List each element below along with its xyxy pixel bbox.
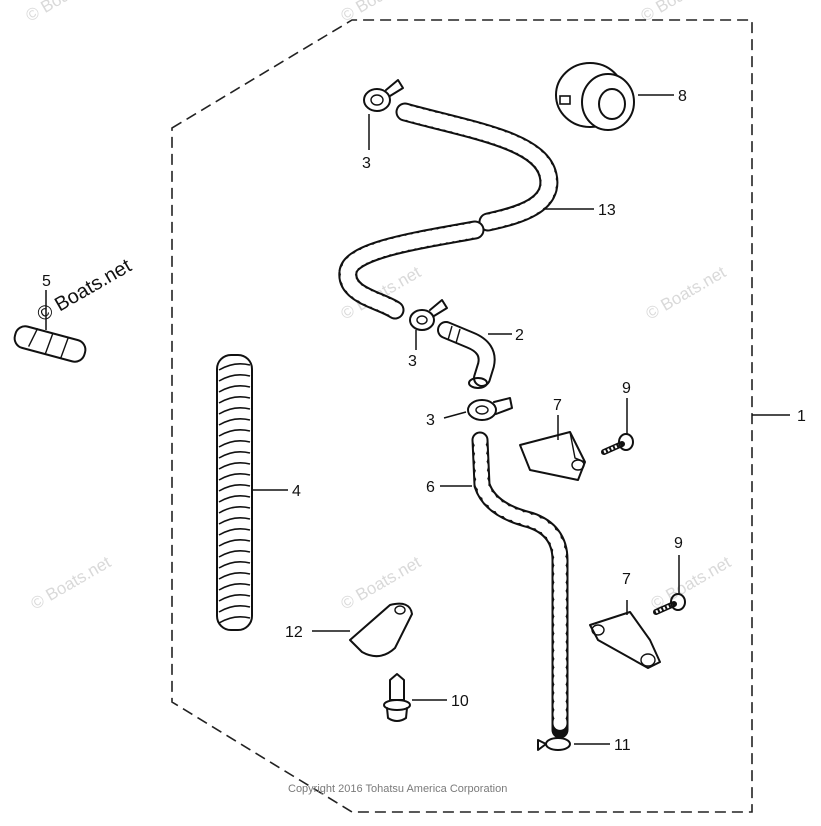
- part-3-clamp-top: [363, 79, 404, 112]
- part-12-bracket: [349, 602, 413, 658]
- watermark: © Boats.net: [23, 0, 110, 25]
- part-5-joint: [13, 325, 87, 363]
- callout-2: 2: [515, 327, 524, 344]
- callout-3-top: 3: [362, 155, 371, 172]
- callout-11: 11: [614, 737, 631, 754]
- callout-5: 5: [42, 273, 51, 290]
- callout-4: 4: [292, 483, 301, 500]
- callout-7-upper: 7: [553, 397, 562, 414]
- watermark: © Boats.net: [648, 552, 735, 613]
- part-3-clamp-lower: [467, 397, 513, 421]
- leader-lines: [45, 94, 790, 745]
- part-9-screw-upper: [601, 433, 634, 455]
- watermark: © Boats.net: [28, 552, 115, 613]
- callout-12: 12: [285, 624, 303, 641]
- callout-1: 1: [797, 408, 806, 425]
- watermark-foreground: © Boats.net: [34, 255, 136, 327]
- part-7-holder-lower: [589, 611, 661, 669]
- callout-7-lower: 7: [622, 571, 631, 588]
- part-2-elbow: [437, 321, 496, 389]
- part-11-band: [537, 737, 571, 751]
- callout-6: 6: [426, 479, 435, 496]
- part-8-grommet: [555, 62, 635, 131]
- part-13-hose: [338, 102, 559, 320]
- watermark: © Boats.net: [338, 552, 425, 613]
- callout-13: 13: [598, 202, 616, 219]
- part-7-holder-upper: [519, 431, 586, 481]
- callout-9-upper: 9: [622, 380, 631, 397]
- copyright-notice: Copyright 2016 Tohatsu America Corporati…: [288, 783, 507, 795]
- spiral-coils: [218, 363, 251, 624]
- watermark: © Boats.net: [643, 262, 730, 323]
- part-3-clamp-middle: [409, 299, 448, 331]
- part-10-rivet: [383, 673, 411, 722]
- callout-8: 8: [678, 88, 687, 105]
- part-4-spiral-wrap: [216, 354, 253, 631]
- watermark: © Boats.net: [638, 0, 725, 25]
- callout-3-lower: 3: [426, 412, 435, 429]
- callout-labels: 1 2 3 3 3 4 5 6 7 7 8 9 9 10 11 12 13: [42, 88, 806, 754]
- part-6-hose: [471, 431, 569, 739]
- part-9-screw-lower: [653, 593, 686, 615]
- callout-3-middle: 3: [408, 353, 417, 370]
- callout-10: 10: [451, 693, 469, 710]
- kit-boundary: [171, 19, 753, 813]
- callout-9-lower: 9: [674, 535, 683, 552]
